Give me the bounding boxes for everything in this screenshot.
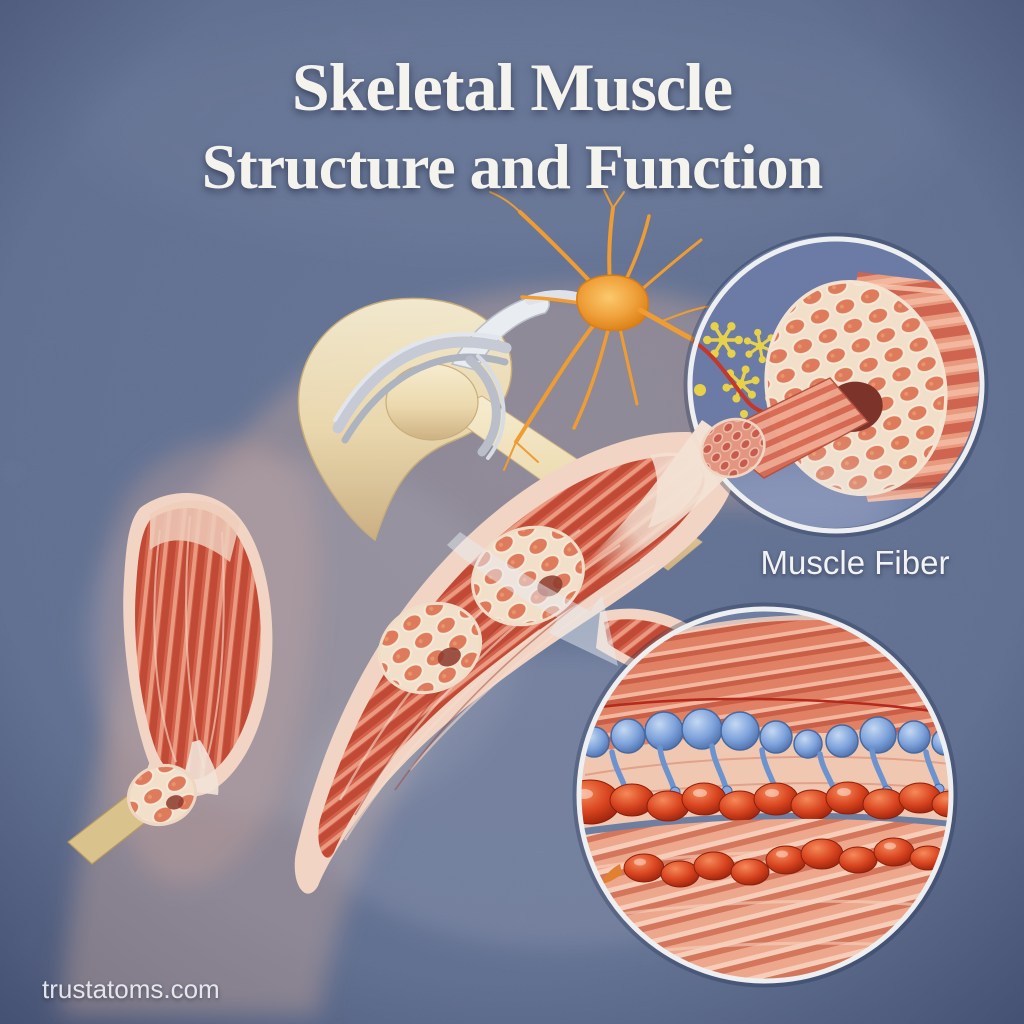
- muscle-cross-section-left: [126, 763, 198, 827]
- actin-myosin-inset-circle: [572, 602, 958, 988]
- inset-rim: [687, 236, 985, 534]
- left-arm-muscle: [123, 493, 273, 797]
- muscle-fiber-label: Muscle Fiber: [761, 544, 950, 581]
- watermark-text: trustatoms.com: [42, 974, 220, 1004]
- axon: [637, 307, 697, 343]
- neuron-soma: [576, 274, 649, 332]
- title-line-2: Structure and Function: [202, 131, 823, 202]
- inset-rim-bottom: [576, 606, 954, 984]
- muscle-cross-section-mid: [377, 601, 483, 695]
- single-muscle-fiber: [588, 377, 870, 578]
- motor-neuron: [489, 189, 713, 471]
- muscle-fiber-inset-circle: [588, 232, 989, 578]
- title-block: Skeletal Muscle Structure and Function: [202, 49, 824, 202]
- tropomyosin-line: [579, 697, 951, 716]
- shoulder-ligaments: [332, 332, 512, 460]
- zoom-arrow: [447, 532, 618, 666]
- title-line-1: Skeletal Muscle: [292, 49, 732, 125]
